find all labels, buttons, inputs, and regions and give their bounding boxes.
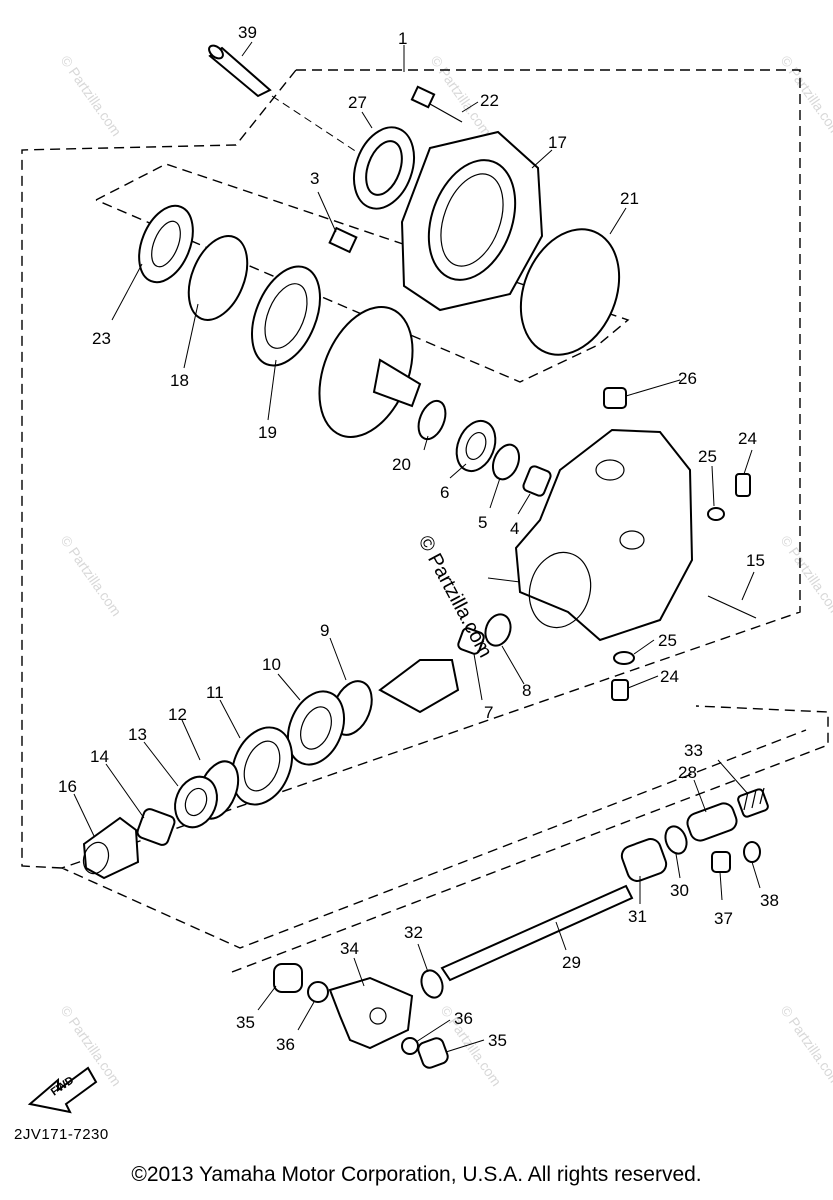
callout-27: 27 [348, 93, 367, 112]
part-21-o-ring [519, 228, 621, 356]
part-37-nut [711, 851, 731, 873]
part-35-coupling-upper [273, 963, 303, 993]
center-watermark: © Partzilla.com [414, 532, 497, 661]
part-13-collar [174, 775, 218, 829]
callout-8: 8 [522, 681, 531, 700]
part-17-housing-cover [400, 130, 544, 312]
part-3-plug [328, 226, 358, 254]
part-20-shim [417, 399, 447, 441]
callout-6: 6 [440, 483, 449, 502]
part-6-bearing [455, 419, 497, 473]
part-34-universal-joint [328, 976, 414, 1050]
part-19-bearing [251, 265, 321, 367]
callout-28: 28 [678, 763, 697, 782]
callout-1: 1 [398, 29, 407, 48]
callout-36: 36 [276, 1035, 295, 1054]
callout-24: 24 [738, 429, 757, 448]
part-18-shim [187, 235, 249, 321]
assembly-boundary [60, 69, 807, 949]
part-8-bearing [484, 613, 512, 647]
callout-23: 23 [92, 329, 111, 348]
part-16-coupling [82, 816, 140, 880]
part-11-bearing-retainer [231, 726, 293, 806]
callout-35-lower: 35 [488, 1031, 507, 1050]
callout-33: 33 [684, 741, 703, 760]
callout-21: 21 [620, 189, 639, 208]
callout-19: 19 [258, 423, 277, 442]
callout-37: 37 [714, 909, 733, 928]
callout-30: 30 [670, 881, 689, 900]
callout-26: 26 [678, 369, 697, 388]
assembly-boundary-left [21, 69, 297, 869]
part-7-bearing [457, 627, 485, 655]
callout-10: 10 [262, 655, 281, 674]
callout-39: 39 [238, 23, 257, 42]
callout-24-lower: 24 [660, 667, 679, 686]
watermark-text: © Partzilla.com [778, 533, 833, 619]
callout-20: 20 [392, 455, 411, 474]
part-35-coupling-lower [417, 1037, 449, 1069]
part-23-oil-seal [138, 204, 194, 284]
shaft-subassembly-boundary [231, 705, 829, 973]
callout-25-lower: 25 [658, 631, 677, 650]
callout-13: 13 [128, 725, 147, 744]
watermark-text: © Partzilla.com [778, 53, 833, 139]
part-36-washer-lower [401, 1037, 419, 1055]
callout-22: 22 [480, 91, 499, 110]
part-25-washer-lower [613, 651, 635, 665]
part-24-bolt-lower [611, 679, 629, 701]
callout-3: 3 [310, 169, 319, 188]
callout-14: 14 [90, 747, 109, 766]
callout-32: 32 [404, 923, 423, 942]
part-4-collar [522, 465, 552, 497]
callout-16: 16 [58, 777, 77, 796]
callout-36-lower: 36 [454, 1009, 473, 1028]
part-9-shim-and-pinion [331, 659, 460, 736]
callout-18: 18 [170, 371, 189, 390]
watermark-text: © Partzilla.com [58, 533, 125, 619]
part-30-washer [664, 825, 688, 855]
callout-5: 5 [478, 513, 487, 532]
part-28-spring-seat [686, 802, 738, 842]
stud-bolt [487, 577, 521, 583]
callout-17: 17 [548, 133, 567, 152]
part-27-oil-seal [353, 126, 415, 210]
copyright-notice: ©2013 Yamaha Motor Corporation, U.S.A. A… [131, 1163, 702, 1186]
part-25-washer [707, 507, 725, 521]
part-10-bearing [287, 690, 345, 766]
ring-gear [318, 306, 422, 438]
diagram-code: 2JV171-7230 [14, 1126, 109, 1143]
callout-34: 34 [340, 939, 359, 958]
subassembly-boundary [95, 163, 630, 383]
callouts: 1 3 4 5 6 7 8 9 10 11 12 13 14 15 16 17 … [58, 23, 779, 1054]
part-38-washer [743, 841, 761, 863]
callout-38: 38 [760, 891, 779, 910]
part-29-drive-shaft [420, 884, 634, 999]
part-26-filler-plug [603, 387, 627, 409]
callout-11: 11 [206, 683, 224, 702]
part-36-washer-upper [307, 981, 329, 1003]
part-15-stud [707, 595, 757, 619]
watermark-text: © Partzilla.com [58, 53, 125, 139]
callout-7: 7 [484, 703, 493, 722]
callout-4: 4 [510, 519, 519, 538]
callout-29: 29 [562, 953, 581, 972]
leader-lines [73, 41, 761, 1053]
part-24-bolt [735, 473, 751, 497]
callout-12: 12 [168, 705, 187, 724]
part-39-pin [208, 44, 373, 163]
part-31-coupling [620, 838, 668, 882]
callout-15: 15 [746, 551, 765, 570]
part-33-spring [737, 787, 769, 818]
callout-9: 9 [320, 621, 329, 640]
forward-arrow-icon: FWD [27, 1066, 98, 1114]
part-14-spacer [136, 808, 176, 846]
callout-31: 31 [628, 907, 647, 926]
part-22-bolt [410, 85, 463, 123]
callout-35: 35 [236, 1013, 255, 1032]
watermark-text: © Partzilla.com [778, 1003, 833, 1089]
callout-25: 25 [698, 447, 717, 466]
gear-case [514, 428, 694, 642]
